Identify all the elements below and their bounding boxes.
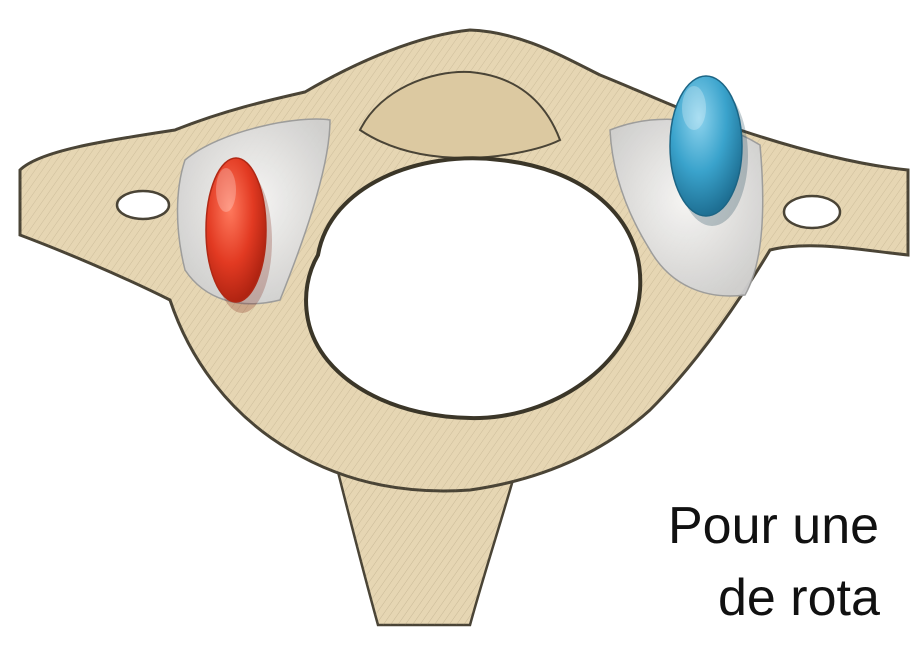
caption-line-2: de rota	[718, 572, 880, 624]
caption-line-1: Pour une	[668, 500, 879, 552]
